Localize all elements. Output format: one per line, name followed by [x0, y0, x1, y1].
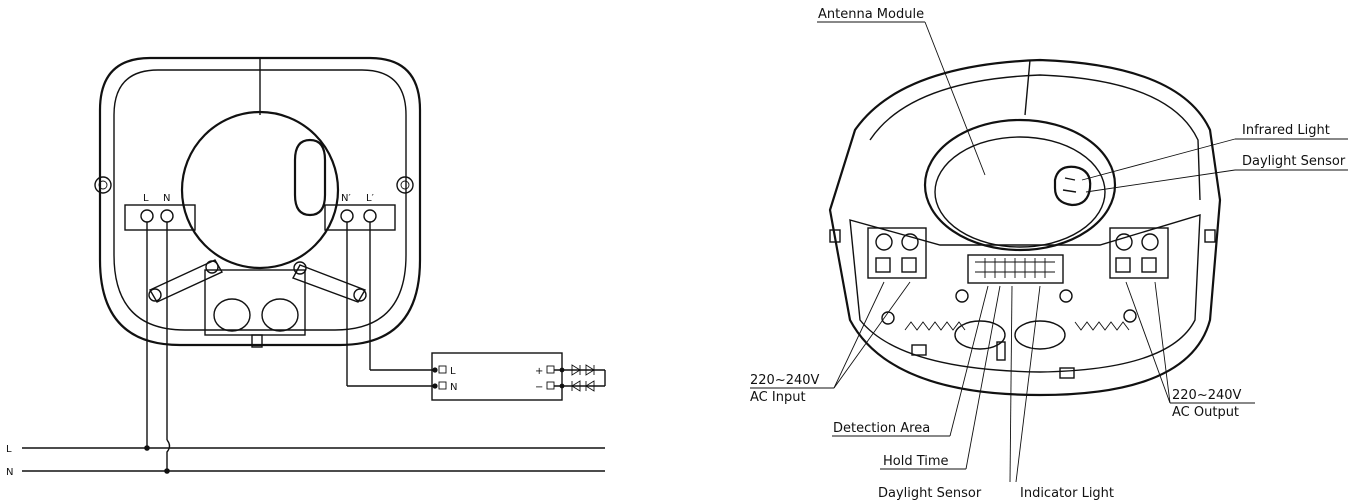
sensor-window — [293, 138, 327, 217]
sensor-lens — [180, 110, 340, 270]
cable-clamp-right — [292, 264, 367, 303]
bus-label-N: N — [6, 467, 13, 478]
driver-label-N: N — [450, 382, 457, 393]
callout-ac-output: AC Output — [1172, 405, 1239, 420]
sensor-housing-inner — [113, 69, 407, 331]
terminal-block-output — [324, 204, 396, 231]
terminal-block-input — [124, 204, 196, 231]
callout-ac-input: AC Input — [750, 390, 806, 405]
callout-infrared-light: Infrared Light — [1242, 123, 1330, 138]
spring-left — [904, 321, 966, 331]
output-terminal — [1109, 227, 1169, 279]
callout-ac-input-voltage: 220~240V — [750, 373, 820, 388]
driver-minus: − — [535, 382, 543, 393]
sensor-housing-outline — [98, 56, 422, 347]
shell-seam — [1024, 59, 1031, 116]
device-cavity — [849, 214, 1201, 373]
spring-right — [1074, 321, 1130, 331]
mount-hole-right — [396, 176, 414, 194]
terminal-label-N: N — [163, 193, 170, 204]
device-shell — [828, 58, 1222, 397]
callout-ac-output-voltage: 220~240V — [1172, 388, 1242, 403]
led-diodes — [571, 364, 595, 392]
cable-clamp-left — [149, 259, 223, 303]
driver-plus: + — [535, 366, 543, 377]
wiring-diagram: L N N′ L′ L N — [6, 56, 606, 478]
terminal-label-L-out: L′ — [366, 193, 375, 204]
callout-hold-time: Hold Time — [883, 454, 949, 469]
callout-detection-area: Detection Area — [833, 421, 930, 436]
terminal-label-L: L — [143, 193, 149, 204]
bus-label-L: L — [6, 444, 12, 455]
antenna-module — [923, 118, 1117, 252]
callout-indicator-light: Indicator Light — [1020, 486, 1114, 501]
input-terminal — [867, 227, 927, 279]
callout-daylight-sensor-bottom: Daylight Sensor — [878, 486, 982, 501]
dip-switches — [967, 254, 1064, 284]
infrared-window — [1053, 165, 1092, 207]
mount-hole-left — [94, 176, 112, 194]
driver-label-L: L — [450, 366, 456, 377]
callout-antenna-module: Antenna Module — [818, 7, 924, 22]
product-drawing: Antenna Module Infrared Light Daylight S… — [750, 7, 1348, 501]
terminal-label-N-out: N′ — [341, 193, 351, 204]
led-driver — [431, 352, 563, 401]
callout-daylight-sensor-top: Daylight Sensor — [1242, 154, 1346, 169]
